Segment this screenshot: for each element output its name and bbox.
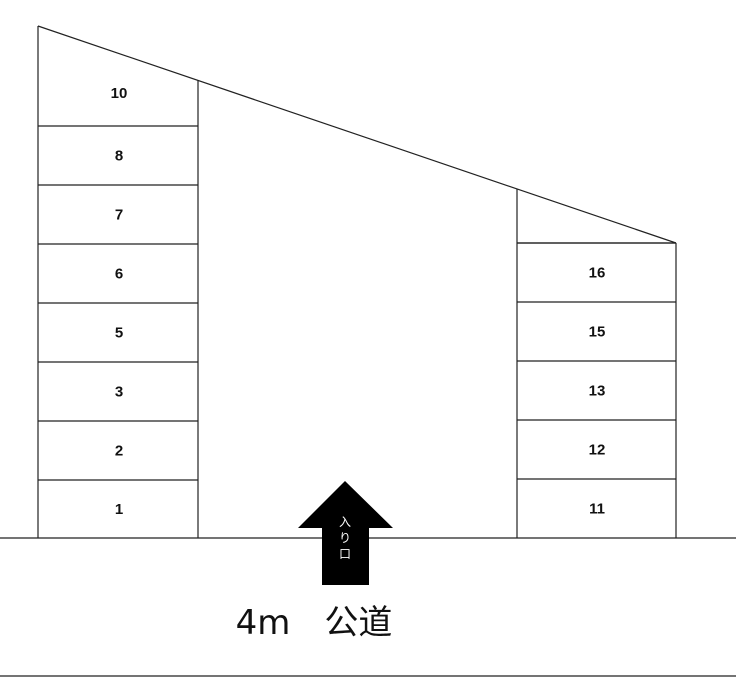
parking-stall-3: 3 (38, 361, 198, 401)
entrance-label-char-1: 入 (339, 515, 351, 529)
stall-number-label: 16 (589, 265, 606, 282)
stall-number-label: 13 (589, 383, 606, 400)
right-stall-column: 16 15 13 12 11 (517, 242, 676, 518)
parking-stall-1: 1 (38, 479, 198, 518)
sloped-boundary-line (37, 25, 677, 244)
stall-number-label: 11 (589, 501, 605, 518)
stall-number-label: 6 (115, 266, 123, 283)
stall-number-label: 3 (115, 384, 123, 401)
parking-stall-2: 2 (38, 420, 198, 460)
entrance-marker: 入 り 口 (298, 481, 393, 585)
stall-number-label: 12 (589, 442, 606, 459)
stall-number-label: 5 (115, 325, 123, 342)
parking-stall-8: 8 (38, 125, 198, 165)
parking-stall-13: 13 (517, 360, 676, 400)
stall-number-label: 10 (111, 85, 128, 102)
road-label: 4m 公道 (236, 603, 393, 643)
parking-stall-6: 6 (38, 243, 198, 283)
stall-number-label: 2 (115, 443, 123, 460)
parking-stall-16: 16 (517, 242, 676, 282)
stall-number-label: 7 (115, 207, 123, 224)
entrance-label-char-2: り (339, 531, 351, 545)
parking-stall-10: 10 (111, 85, 128, 102)
stall-number-label: 8 (115, 148, 123, 165)
parking-stall-11: 11 (517, 478, 676, 518)
up-arrow-icon (298, 481, 393, 585)
parking-stall-15: 15 (517, 301, 676, 341)
parking-stall-5: 5 (38, 302, 198, 342)
parking-stall-12: 12 (517, 419, 676, 459)
left-stall-column: 10 8 7 6 5 3 2 1 (38, 85, 198, 518)
stall-number-label: 1 (115, 501, 123, 518)
stall-number-label: 15 (589, 324, 606, 341)
entrance-label-char-3: 口 (339, 547, 351, 561)
parking-stall-7: 7 (38, 184, 198, 224)
